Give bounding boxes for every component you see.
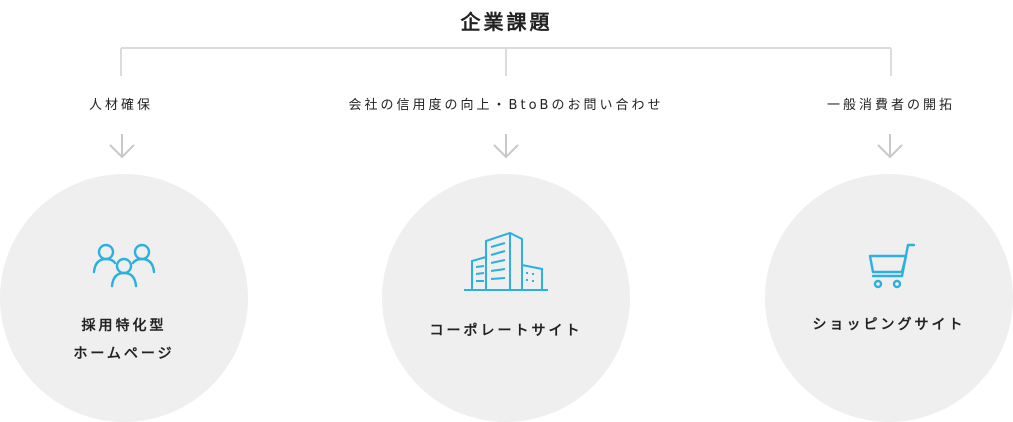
connector-vertical-line-center (505, 48, 507, 76)
issue-label-consumers: 一般消費者の開拓 (826, 98, 956, 113)
issue-label-credibility: 会社の信用度の向上・BtoBのお問い合わせ (348, 98, 664, 113)
arrow-down-icon (493, 134, 519, 159)
solution-circle-shopping: ショッピングサイト (765, 174, 1013, 422)
solution-label-line-2: ホームページ (73, 346, 175, 362)
arrow-down-icon (877, 134, 903, 159)
solution-label: ショッピングサイト (812, 317, 966, 333)
solution-label-line-1: 採用特化型 (81, 318, 167, 334)
office-buildings-icon (464, 231, 548, 291)
shopping-cart-icon (868, 243, 916, 289)
solution-label: コーポレートサイト (429, 323, 583, 339)
connector-vertical-line-left (120, 48, 122, 76)
issue-label-talent: 人材確保 (88, 98, 154, 113)
people-group-icon (92, 243, 156, 288)
connector-vertical-line-right (890, 48, 892, 76)
diagram-title: 企業課題 (460, 10, 553, 34)
solution-circle-recruitment: 採用特化型 ホームページ (0, 174, 248, 422)
arrow-down-icon (109, 134, 135, 159)
solution-circle-corporate: コーポレートサイト (382, 174, 630, 422)
